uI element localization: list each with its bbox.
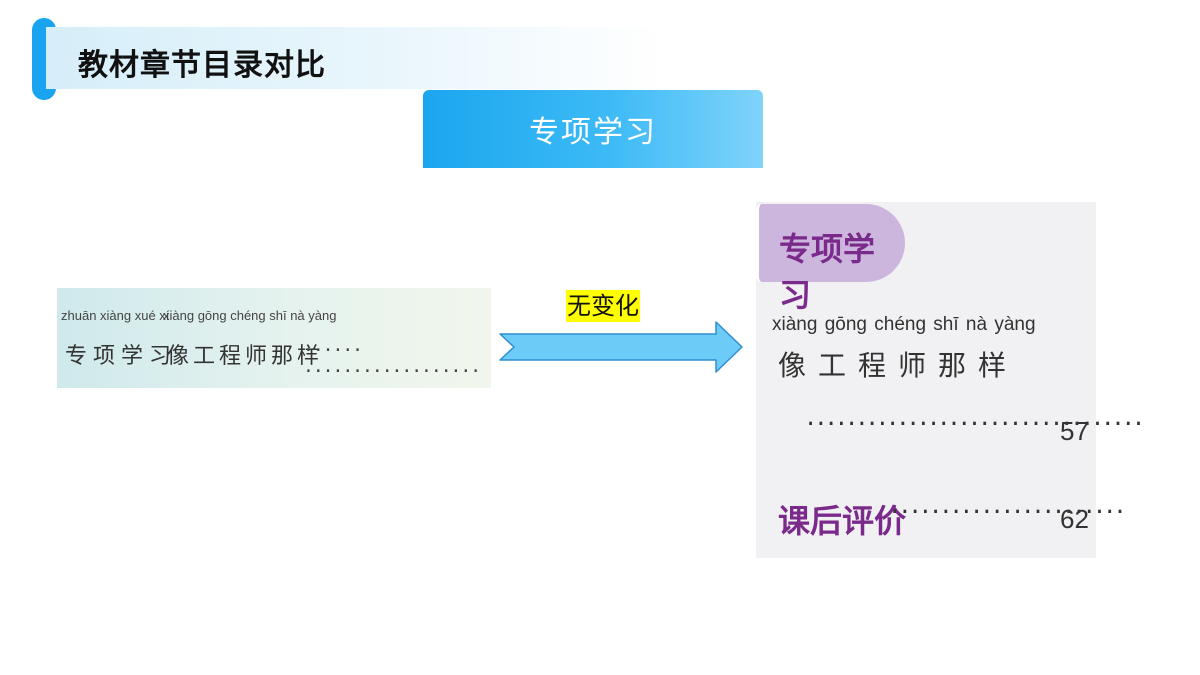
section-header-label: 专项学习 xyxy=(529,115,657,150)
no-change-label: 无变化 xyxy=(566,290,640,322)
new-page-number-2: 62 xyxy=(1060,504,1089,534)
new-entry-title: 像工程师那样 xyxy=(778,349,1019,382)
section-badge-label: 专项学习 xyxy=(779,230,876,314)
title-band xyxy=(46,27,666,89)
new-leader-dots-2: ······················· xyxy=(888,500,1127,525)
section-badge: 专项学习 xyxy=(756,204,905,314)
evaluation-title: 课后评价 xyxy=(778,502,907,540)
old-entry-pinyin: xiàng gōng chéng shī nà yàng xyxy=(163,308,337,323)
old-textbook-excerpt: zhuān xiàng xué xí xiàng gōng chéng shī … xyxy=(57,288,545,388)
old-section-title: 专项学习 xyxy=(65,344,178,369)
page-title: 教材章节目录对比 xyxy=(78,48,326,83)
old-leader-dots: ······ ·················· xyxy=(303,340,481,382)
new-textbook-excerpt: 专项学习 xiàng gōng chéng shī nà yàng 像工程师那样… xyxy=(756,202,1145,558)
new-page-number-1: 57 xyxy=(1060,416,1089,446)
new-entry-pinyin: xiàng gōng chéng shī nà yàng xyxy=(772,314,1036,335)
section-header: 专项学习 xyxy=(423,90,763,168)
old-section-pinyin: zhuān xiàng xué xí xyxy=(61,308,170,323)
right-arrow-icon xyxy=(499,321,743,373)
old-entry-title: 像工程师那样 xyxy=(167,344,324,369)
right-arrow-shape xyxy=(499,321,743,373)
new-leader-dots-1: ································· xyxy=(804,412,1145,437)
title-bar: 教材章节目录对比 xyxy=(32,18,672,100)
